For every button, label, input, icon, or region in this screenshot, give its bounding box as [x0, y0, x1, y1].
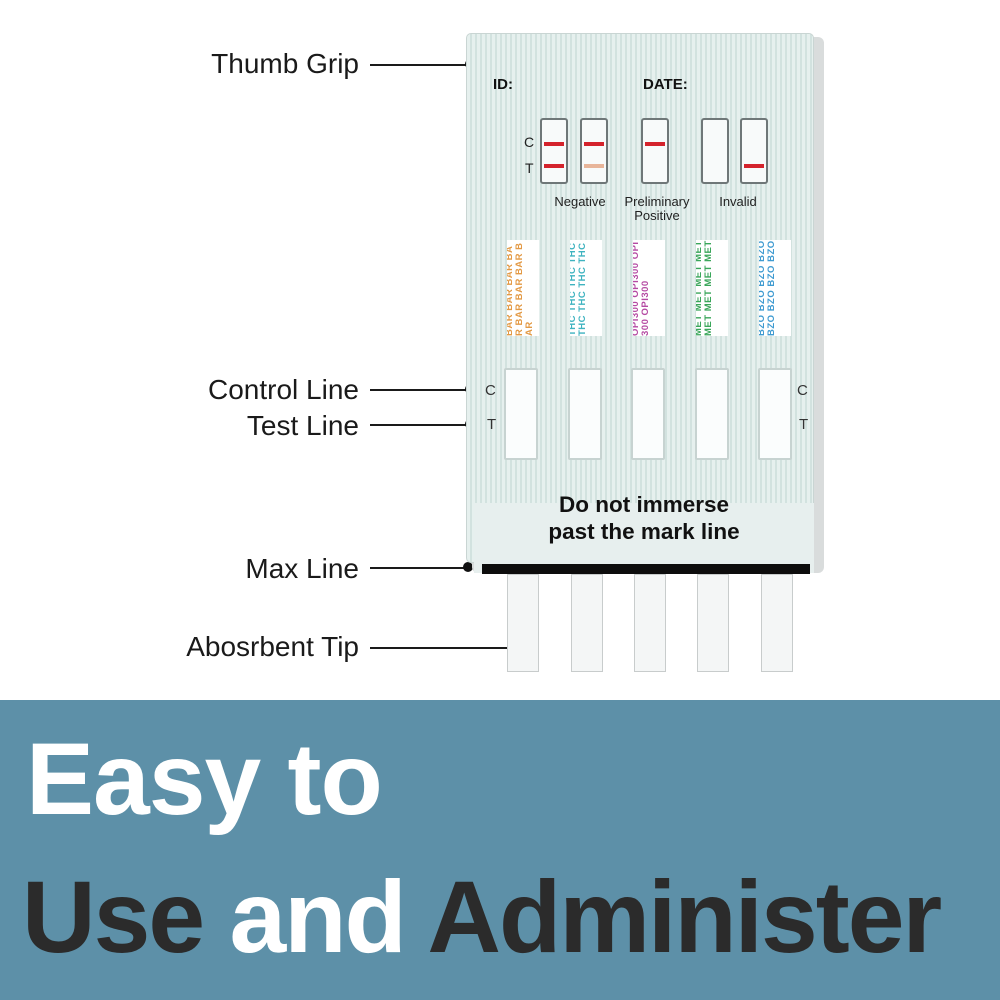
legend-t-label: T	[525, 160, 534, 176]
drug-pad-thc: THC THC THC THC THC THC THC THC	[570, 240, 602, 336]
test-line-mark	[744, 164, 764, 168]
control-line-mark	[544, 142, 564, 146]
control-line-mark	[584, 142, 604, 146]
callout-line	[370, 424, 470, 426]
legend-window-invalid-1	[701, 118, 729, 184]
callout-line	[370, 389, 470, 391]
absorbent-tip-2	[571, 574, 603, 672]
test-line-mark	[544, 164, 564, 168]
callout-line	[370, 647, 522, 649]
warning-line-2: past the mark line	[548, 519, 740, 544]
faint-test-line-mark	[584, 164, 604, 168]
absorbent-tip-1	[507, 574, 539, 672]
callout-line	[370, 64, 470, 66]
legend-c-label: C	[524, 134, 535, 150]
result-c-label-right: C	[797, 382, 808, 399]
banner-word-use: Use	[22, 860, 230, 974]
drug-test-card: ID: DATE: C T Negative Preliminary Posit…	[466, 33, 826, 574]
callout-dot	[463, 562, 473, 572]
callout-label: Test Line	[246, 410, 359, 441]
legend-preliminary-label: Preliminary	[624, 194, 690, 209]
legend-negative-label: Negative	[554, 194, 606, 209]
callout-label: Max Line	[245, 553, 359, 584]
banner-headline-2: Use and Administer	[22, 866, 942, 968]
drug-pad-opi: OPI300 OPI300 OPI300 OPI300	[633, 240, 665, 336]
legend-invalid-label: Invalid	[719, 194, 757, 209]
card-face: ID: DATE: C T Negative Preliminary Posit…	[466, 33, 814, 563]
legend-window-negative-2	[580, 118, 608, 184]
result-t-label-left: T	[487, 416, 497, 433]
result-window-2	[568, 368, 602, 460]
drug-pad-text: THC THC THC THC THC THC THC THC	[570, 242, 588, 336]
control-line-mark	[645, 142, 665, 146]
absorbent-tip-4	[697, 574, 729, 672]
max-line-bar	[482, 564, 810, 574]
promo-banner: Easy to Use and Administer	[0, 700, 1000, 1000]
legend-positive-label: Positive	[634, 208, 680, 223]
callout-line	[370, 567, 468, 569]
banner-headline-2a: Use and	[22, 860, 407, 974]
drug-pad-met: MET MET MET MET MET MET MET MET	[696, 240, 728, 336]
drug-pad-text: BAR BAR BAR BAR BAR BAR BAR BAR	[507, 242, 535, 336]
legend-window-invalid-2	[740, 118, 768, 184]
result-t-label-right: T	[799, 416, 809, 433]
callout-label: Control Line	[208, 374, 359, 405]
banner-headline-2b: Administer	[427, 860, 942, 974]
legend-window-positive	[641, 118, 669, 184]
legend-window-negative-1	[540, 118, 568, 184]
callout-label: Thumb Grip	[211, 48, 359, 79]
absorbent-tip-3	[634, 574, 666, 672]
warning-line-1: Do not immerse	[558, 492, 730, 517]
date-label: DATE:	[643, 76, 688, 93]
drug-pad-text: BZO BZO BZO BZO BZO BZO BZO BZO	[759, 240, 777, 336]
absorbent-tip-5	[761, 574, 793, 672]
drug-pad-text: OPI300 OPI300 OPI300 OPI300	[633, 241, 651, 336]
drug-pad-bzo: BZO BZO BZO BZO BZO BZO BZO BZO	[759, 240, 791, 336]
drug-pad-bar: BAR BAR BAR BAR BAR BAR BAR BAR	[507, 240, 539, 336]
result-window-3	[631, 368, 665, 460]
card-lower-panel	[474, 503, 814, 573]
banner-headline-1: Easy to	[26, 722, 383, 836]
banner-word-and: and	[229, 860, 406, 974]
result-window-4	[695, 368, 729, 460]
drug-pad-text: MET MET MET MET MET MET MET MET	[696, 240, 714, 336]
result-c-label-left: C	[485, 382, 496, 399]
result-window-1	[504, 368, 538, 460]
callout-label: Abosrbent Tip	[186, 631, 359, 662]
result-window-5	[758, 368, 792, 460]
id-label: ID:	[493, 76, 513, 93]
